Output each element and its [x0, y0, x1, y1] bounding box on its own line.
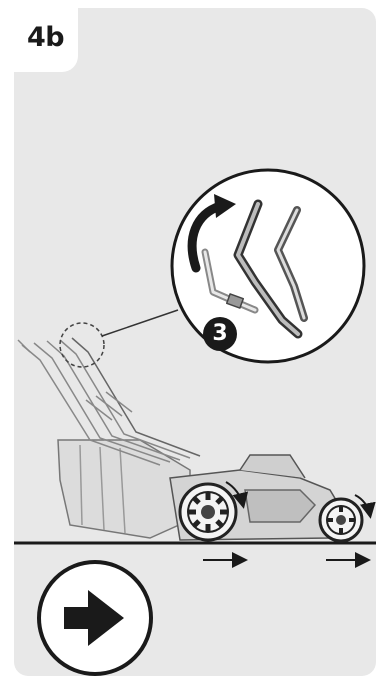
next-button[interactable] — [39, 562, 151, 674]
callout-leader-line — [102, 310, 178, 336]
magnified-detail — [172, 170, 364, 362]
callout-number: 3 — [203, 321, 237, 347]
